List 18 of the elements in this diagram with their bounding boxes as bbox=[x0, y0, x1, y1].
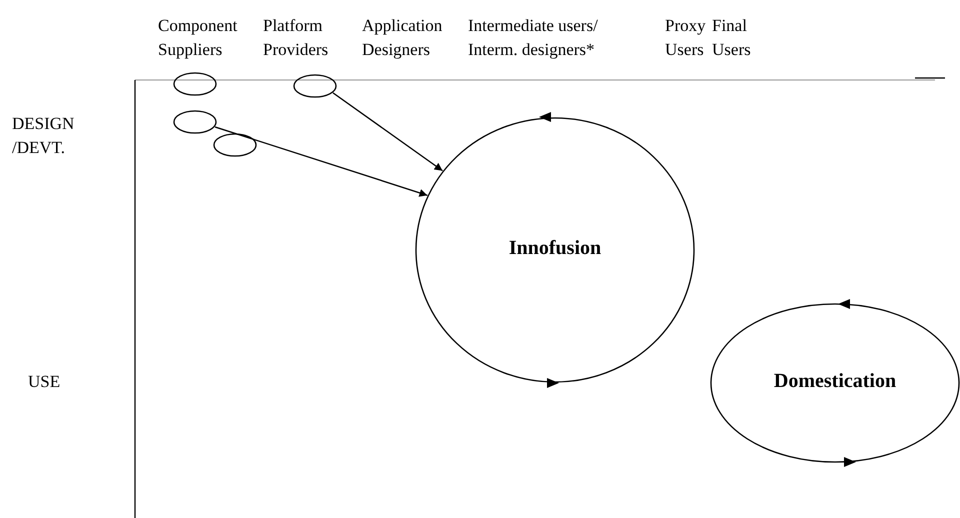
column-heading: Final Users bbox=[712, 15, 752, 61]
ellipse-shape bbox=[173, 110, 217, 134]
row-heading: USE bbox=[28, 371, 62, 393]
node-label: Domestication bbox=[772, 370, 898, 393]
column-heading: Platform Providers bbox=[263, 15, 330, 61]
ellipse-shape bbox=[173, 72, 217, 96]
process-ellipse bbox=[710, 303, 960, 463]
arrow bbox=[332, 92, 443, 172]
column-heading: Component Suppliers bbox=[158, 15, 238, 61]
column-heading: Proxy Users bbox=[665, 15, 707, 61]
node-label: Innofusion bbox=[508, 237, 602, 260]
arrow bbox=[214, 126, 428, 197]
column-heading: Application Designers bbox=[362, 15, 444, 61]
ellipse-shape bbox=[293, 74, 337, 98]
column-heading: Intermediate users/ Interm. designers* bbox=[468, 15, 599, 61]
process-ellipse bbox=[415, 117, 695, 383]
ellipse-shape bbox=[213, 133, 257, 157]
row-heading: DESIGN /DEVT. bbox=[12, 113, 76, 159]
